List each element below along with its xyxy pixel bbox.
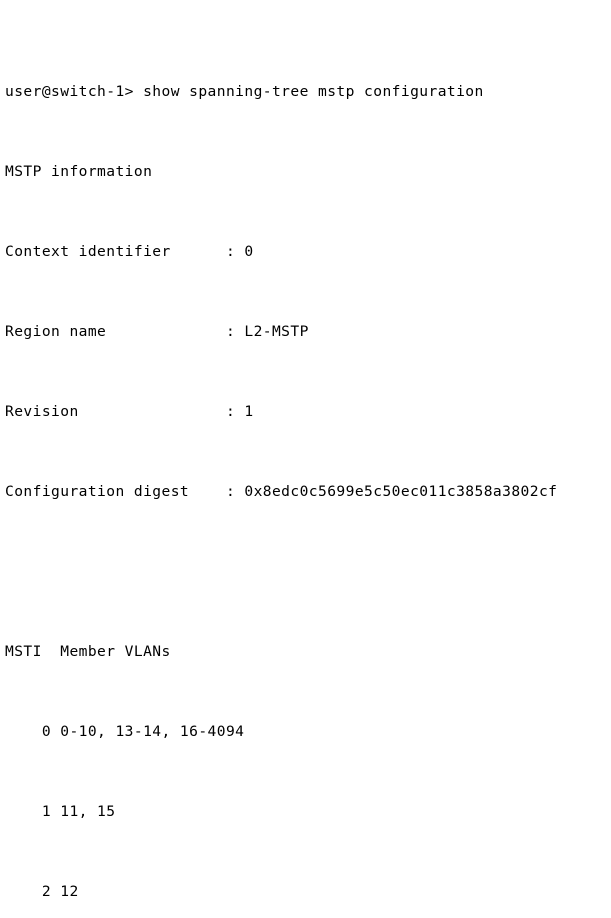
field-region-name-1: Region name : L2-MSTP	[5, 323, 309, 340]
field-configuration-digest-1: Configuration digest : 0x8edc0c5699e5c50…	[5, 483, 558, 500]
terminal-window: user@switch-1> show spanning-tree mstp c…	[5, 2, 611, 900]
field-context-identifier-1: Context identifier : 0	[5, 243, 254, 260]
field-revision-1: Revision : 1	[5, 403, 254, 420]
command-prompt-line-1: user@switch-1> show spanning-tree mstp c…	[5, 83, 484, 100]
terminal-output[interactable]: user@switch-1> show spanning-tree mstp c…	[5, 2, 611, 900]
msti-table-header-1: MSTI Member VLANs	[5, 643, 171, 660]
msti-row-1-1: 1 11, 15	[5, 803, 116, 820]
msti-row-1-0: 0 0-10, 13-14, 16-4094	[5, 723, 245, 740]
blank-line	[5, 562, 611, 582]
section-title-1: MSTP information	[5, 163, 153, 180]
msti-row-1-2: 2 12	[5, 883, 79, 900]
